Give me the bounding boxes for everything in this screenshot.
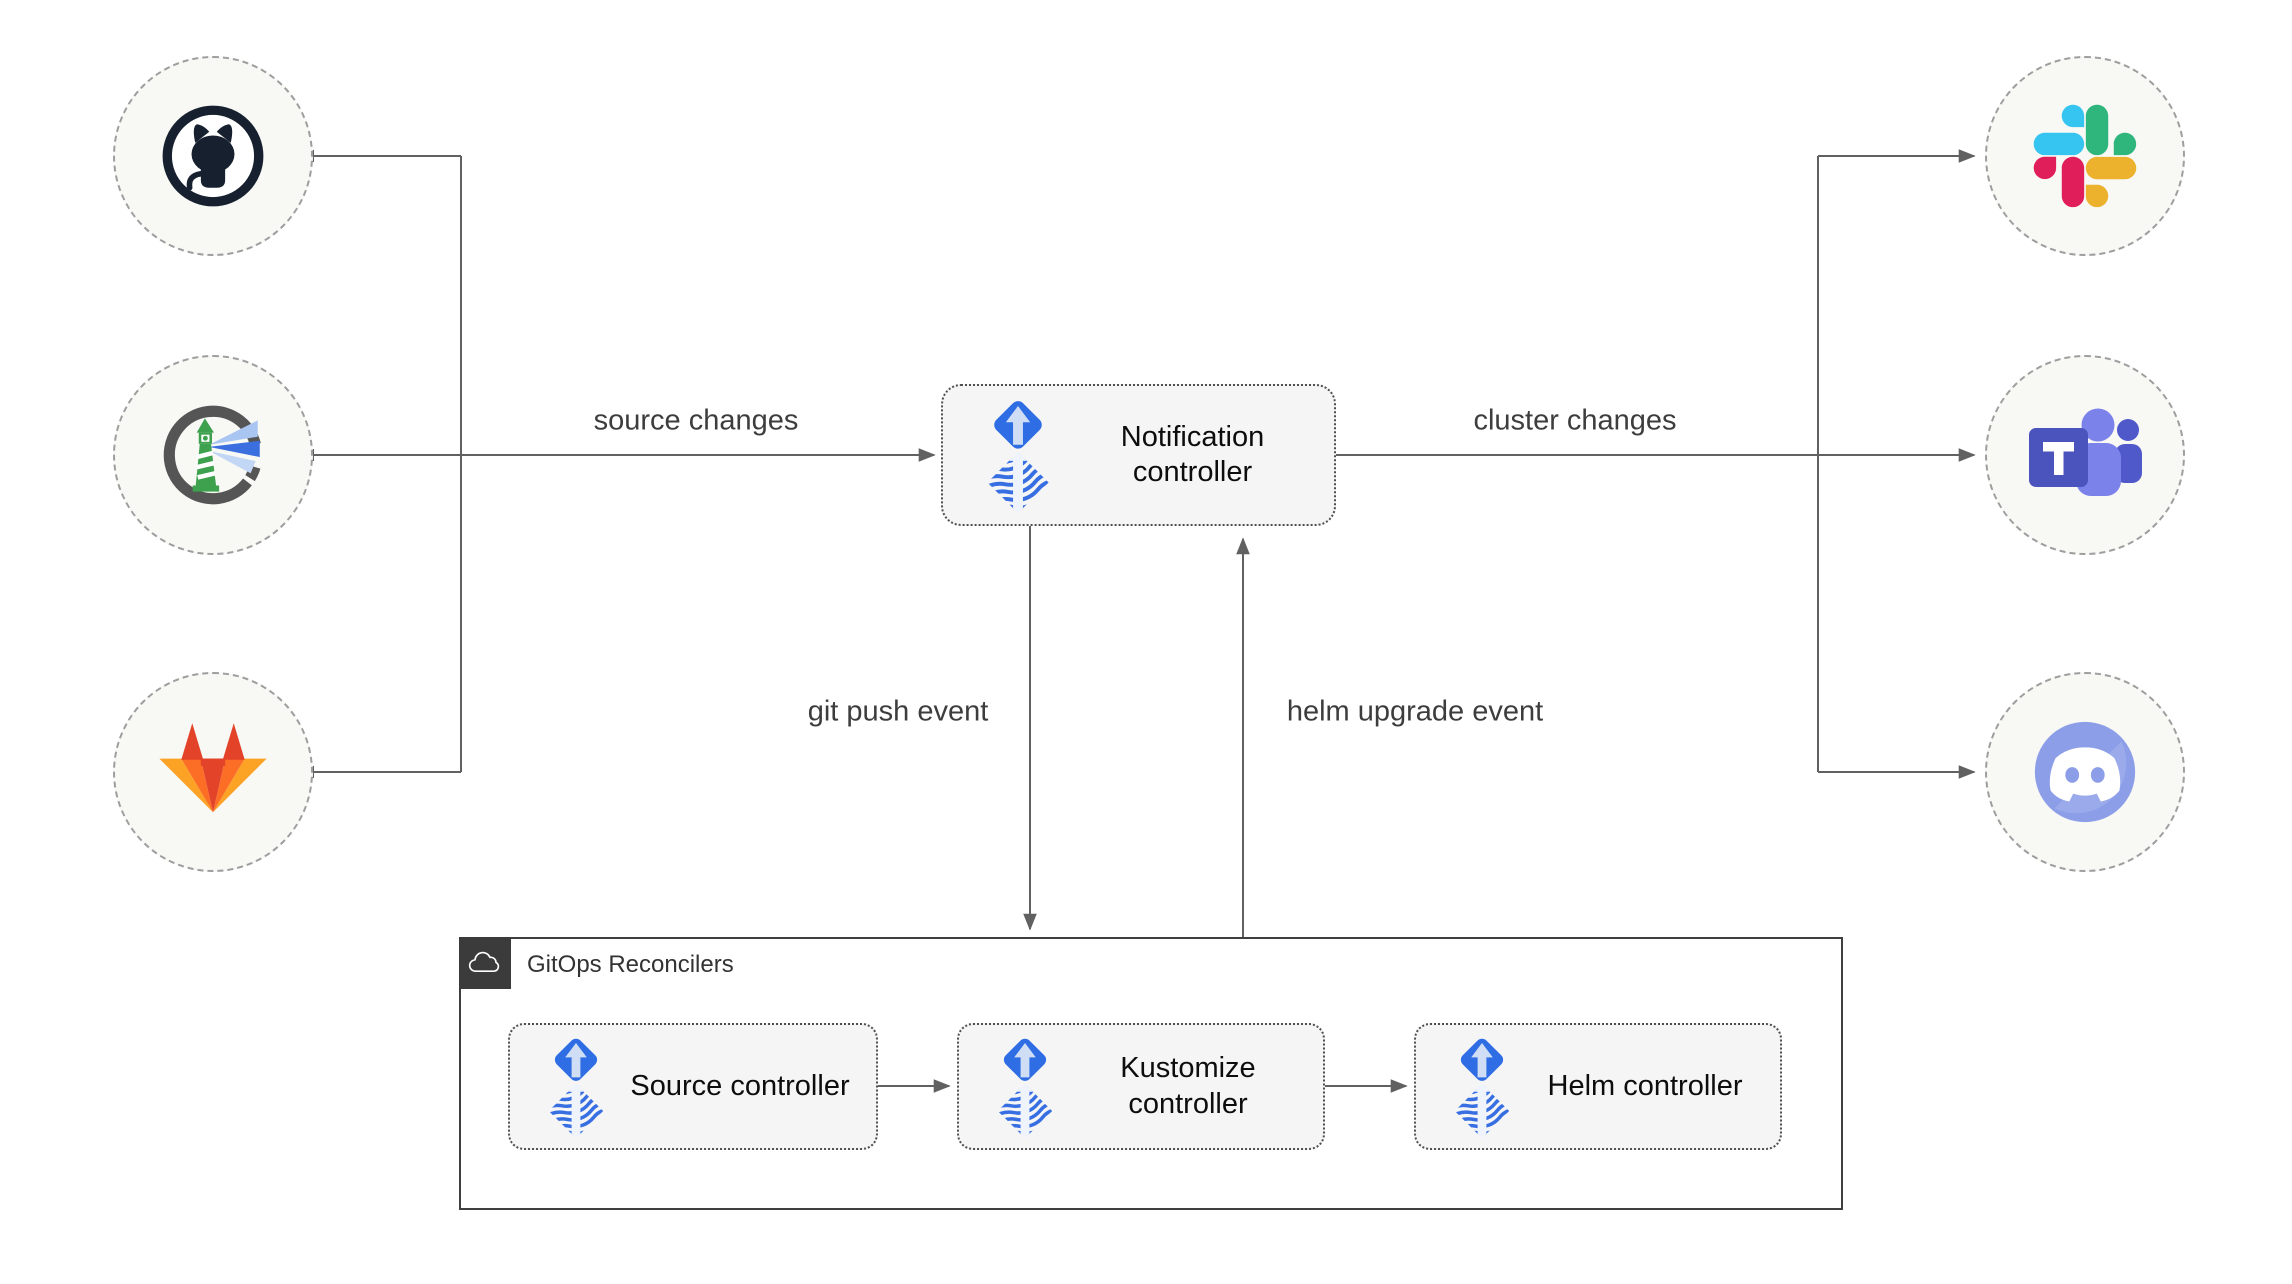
node-source-controller: Source controller [508,1023,878,1150]
container-title: GitOps Reconcilers [527,951,734,978]
node-label: Source controller [630,1069,850,1102]
node-notification-controller: Notification controller [941,384,1336,526]
flux-icon [1442,1034,1522,1140]
edge-label-helm-upgrade-event: helm upgrade event [1286,695,1544,728]
source-node-harbor [113,355,313,555]
node-label: Kustomize controller [1120,1052,1256,1120]
target-node-teams [1985,355,2185,555]
node-label: Helm controller [1547,1069,1743,1102]
target-node-discord [1985,672,2185,872]
node-helm-controller: Helm controller [1414,1023,1782,1150]
gitlab-icon [152,717,274,827]
source-node-github [113,56,313,256]
node-kustomize-controller: Kustomize controller [957,1023,1325,1150]
discord-icon [2026,713,2144,831]
teams-icon [2023,399,2147,511]
edge-label-git-push-event: git push event [807,695,989,728]
slack-icon [2033,104,2137,208]
gitops-reconcilers-container: GitOps Reconcilers [459,937,1843,1210]
edge-label-cluster-changes: cluster changes [1473,404,1677,437]
node-label: Notification controller [1120,420,1265,488]
container-badge [459,937,511,989]
harbor-icon [152,394,274,516]
edge-label-source-changes: source changes [593,404,799,437]
github-icon [157,100,269,212]
flux-icon [973,396,1063,515]
flux-icon [985,1034,1065,1140]
source-node-gitlab [113,672,313,872]
target-node-slack [1985,56,2185,256]
flux-icon [536,1034,616,1140]
